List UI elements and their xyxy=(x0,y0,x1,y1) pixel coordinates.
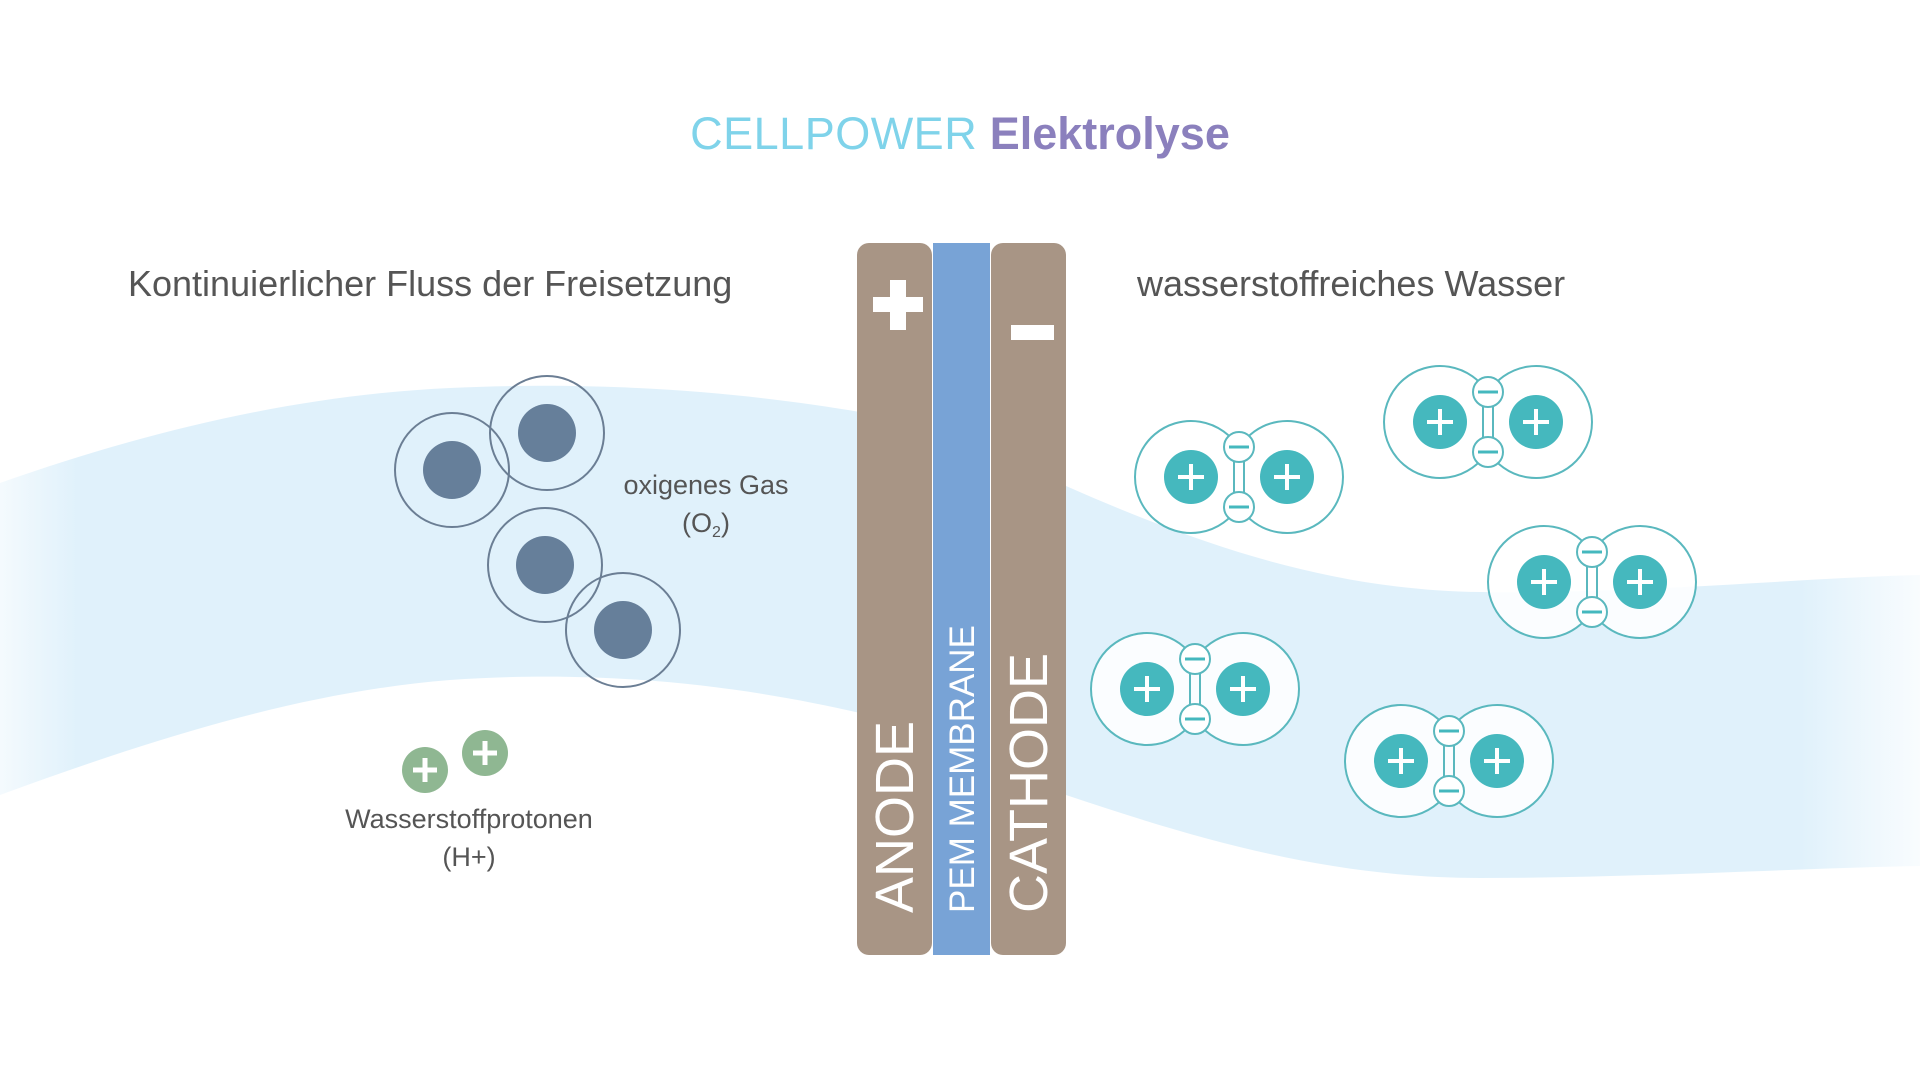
hydrogen-molecule xyxy=(1344,704,1554,818)
plus-icon-vertical xyxy=(1438,409,1442,435)
minus-icon xyxy=(1185,717,1205,721)
hydrogen-proton xyxy=(462,730,508,776)
plus-icon-vertical xyxy=(1399,748,1403,774)
minus-icon xyxy=(1439,789,1459,793)
pem-membrane: PEM MEMBRANE xyxy=(933,243,990,955)
oxygen-nucleus xyxy=(516,536,574,594)
oxygen-nucleus xyxy=(423,441,481,499)
plus-icon xyxy=(857,277,932,330)
page-title: CELLPOWER Elektrolyse xyxy=(0,106,1920,162)
water-band-right xyxy=(1066,486,1920,878)
plus-icon-vertical xyxy=(482,741,488,765)
protons-label: Wasserstoffprotonen (H+) xyxy=(309,800,629,876)
minus-icon xyxy=(1229,505,1249,509)
minus-icon xyxy=(1439,729,1459,733)
protons-formula: (H+) xyxy=(442,842,496,872)
minus-icon xyxy=(991,277,1066,340)
hydrogen-molecule xyxy=(1090,632,1300,746)
hydrogen-molecule xyxy=(1134,420,1344,534)
plus-icon-vertical xyxy=(1145,676,1149,702)
plus-icon-vertical xyxy=(1534,409,1538,435)
oxygen-shell xyxy=(565,572,681,688)
plus-icon-vertical xyxy=(422,758,428,782)
anode-label: ANODE xyxy=(864,720,925,913)
oxygen-formula: (O2) xyxy=(596,504,816,552)
hydrogen-molecule xyxy=(1383,365,1593,479)
oxygen-atom xyxy=(489,375,605,491)
minus-icon xyxy=(1582,610,1602,614)
oxygen-shell xyxy=(394,412,510,528)
title-subtitle: Elektrolyse xyxy=(989,108,1230,159)
heading-left: Kontinuierlicher Fluss der Freisetzung xyxy=(128,263,733,304)
brand-name: CELLPOWER xyxy=(690,108,978,159)
protons-label-name: Wasserstoffprotonen xyxy=(345,804,593,834)
cathode-label: CATHODE xyxy=(998,652,1059,913)
minus-icon xyxy=(1478,390,1498,394)
hydrogen-molecule xyxy=(1487,525,1697,639)
minus-icon xyxy=(1185,657,1205,661)
membrane-label: PEM MEMBRANE xyxy=(942,625,982,913)
oxygen-atom xyxy=(487,507,603,623)
heading-right: wasserstoffreiches Wasser xyxy=(1137,263,1566,304)
oxygen-label: oxigenes Gas (O2) xyxy=(596,466,816,552)
oxygen-atom xyxy=(565,572,681,688)
oxygen-atom xyxy=(394,412,510,528)
plus-icon-vertical xyxy=(1285,464,1289,490)
oxygen-formula-main: (O xyxy=(682,508,713,538)
minus-icon xyxy=(1229,445,1249,449)
cathode-electrode: CATHODE xyxy=(991,243,1066,955)
oxygen-formula-close: ) xyxy=(720,508,730,538)
plus-icon-vertical xyxy=(1638,569,1642,595)
plus-icon-vertical xyxy=(1241,676,1245,702)
oxygen-shell xyxy=(487,507,603,623)
oxygen-nucleus xyxy=(594,601,652,659)
oxygen-label-name: oxigenes Gas xyxy=(623,470,789,500)
hydrogen-proton xyxy=(402,747,448,793)
minus-icon xyxy=(1582,550,1602,554)
water-band-left xyxy=(0,385,860,795)
oxygen-formula-subscript: 2 xyxy=(712,524,721,541)
plus-icon-vertical xyxy=(1189,464,1193,490)
plus-icon-vertical xyxy=(1542,569,1546,595)
oxygen-shell xyxy=(489,375,605,491)
oxygen-nucleus xyxy=(518,404,576,462)
plus-icon-vertical xyxy=(1495,748,1499,774)
anode-electrode: ANODE xyxy=(857,243,932,955)
minus-icon xyxy=(1478,450,1498,454)
